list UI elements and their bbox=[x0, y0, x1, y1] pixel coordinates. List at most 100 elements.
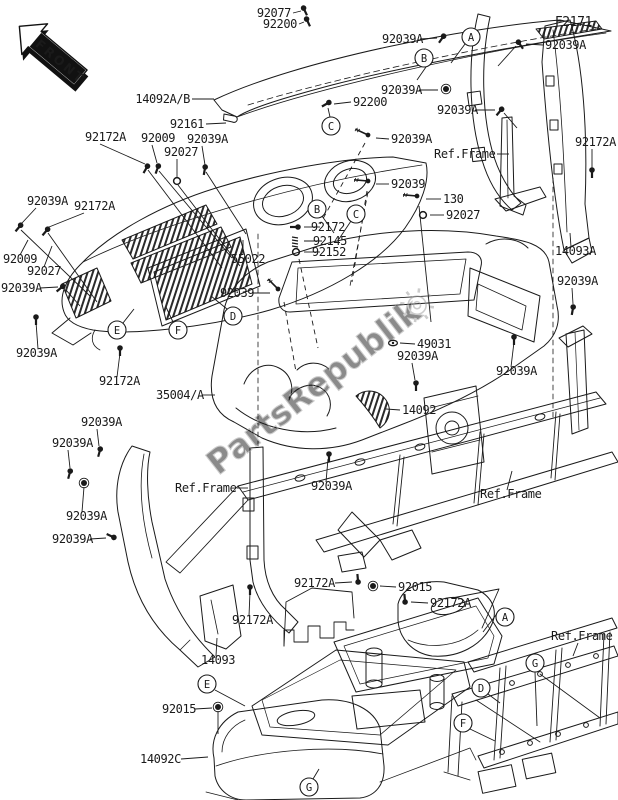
leader-line bbox=[450, 43, 466, 64]
pillar-brackets-right bbox=[466, 13, 593, 264]
callout-c: C bbox=[338, 204, 366, 240]
leader-line bbox=[21, 207, 37, 224]
part-number: 92039A bbox=[1, 281, 43, 295]
part-number: Ref.Frame bbox=[175, 481, 237, 495]
callout-letter: G bbox=[532, 658, 538, 670]
leader-line bbox=[312, 768, 320, 780]
leader-line bbox=[158, 170, 233, 259]
leader-line bbox=[147, 169, 223, 269]
part-number: 92200 bbox=[263, 17, 297, 31]
leader-line bbox=[510, 341, 515, 368]
leader-line bbox=[319, 142, 366, 225]
callout-g: G bbox=[525, 653, 545, 727]
leader-line bbox=[416, 66, 427, 81]
label-49031: 49031 bbox=[387, 337, 452, 351]
leader-line bbox=[292, 10, 302, 14]
callout-d: D bbox=[210, 295, 243, 326]
ring-fastener-icon bbox=[291, 247, 301, 257]
leader-line bbox=[298, 21, 305, 25]
label-55022: 55022 bbox=[231, 240, 266, 266]
screw-fastener-icon bbox=[55, 283, 66, 293]
part-number: 92039A bbox=[557, 274, 599, 288]
callout-bubble bbox=[495, 607, 515, 627]
leader-line bbox=[525, 43, 544, 46]
leader-line bbox=[497, 45, 517, 67]
callout-letter: D bbox=[230, 311, 236, 323]
callout-letter: A bbox=[502, 612, 509, 624]
leader-line bbox=[116, 352, 121, 378]
callout-letter: B bbox=[421, 53, 427, 65]
heat-guard-assembly bbox=[251, 551, 471, 746]
leader-line bbox=[165, 306, 174, 323]
callout-g: G bbox=[299, 768, 320, 797]
label-14092: 14092 bbox=[385, 403, 437, 417]
part-number: 92039A bbox=[382, 32, 424, 46]
screw-fastener-icon bbox=[413, 380, 419, 391]
part-number: 92039A bbox=[496, 364, 538, 378]
callout-letter: D bbox=[478, 683, 484, 695]
leader-line bbox=[572, 642, 579, 657]
screw-fastener-icon bbox=[117, 345, 123, 356]
label-92015: 92015 bbox=[162, 701, 224, 734]
leader-line bbox=[205, 171, 247, 235]
callout-bubble bbox=[471, 678, 491, 698]
callout-letter: B bbox=[314, 204, 320, 216]
leader-line bbox=[43, 245, 53, 268]
part-number: 92172A bbox=[85, 130, 127, 144]
label-92039a: 92039A bbox=[397, 349, 440, 391]
label-92027: 92027 bbox=[27, 245, 62, 278]
part-number: 92039A bbox=[545, 38, 587, 52]
label-92039: 92039 bbox=[351, 177, 426, 283]
callout-f: F bbox=[165, 306, 188, 340]
pillar-14093 bbox=[116, 445, 299, 668]
part-number: 92039 bbox=[391, 177, 425, 191]
leader-line bbox=[205, 122, 227, 125]
rivet-fastener-icon bbox=[367, 580, 379, 592]
leader-line bbox=[201, 145, 206, 166]
callout-e: E bbox=[107, 308, 135, 340]
rivet-fastener-icon bbox=[78, 477, 90, 489]
label-92015: 92015 bbox=[367, 580, 433, 594]
diagram-code: F2171 bbox=[555, 15, 592, 30]
part-number: 92172A bbox=[294, 576, 336, 590]
label-ref-frame: Ref.Frame bbox=[551, 629, 613, 657]
screw-fastener-icon bbox=[290, 224, 301, 230]
part-number: 92039A bbox=[52, 436, 94, 450]
label-92145: 92145 bbox=[291, 234, 348, 248]
label-92172a: 92172A bbox=[232, 584, 275, 627]
part-number: 92172A bbox=[74, 199, 116, 213]
part-number: 130 bbox=[443, 192, 464, 206]
label-92039a: 92039A bbox=[437, 103, 518, 129]
callout-bubble bbox=[168, 320, 188, 340]
leader-line bbox=[325, 458, 329, 483]
leader-line bbox=[327, 107, 331, 118]
part-number: 92027 bbox=[446, 208, 480, 222]
part-number: 92039A bbox=[52, 532, 94, 546]
part-number: 92200 bbox=[353, 95, 387, 109]
leader-line bbox=[333, 101, 352, 105]
label-92172: 92172 bbox=[290, 220, 346, 234]
callout-f: F bbox=[453, 713, 496, 742]
screw-fastener-icon bbox=[142, 163, 151, 174]
leader-line bbox=[418, 205, 432, 323]
pin-fastener-icon bbox=[266, 278, 281, 292]
label-ref-frame: Ref.Frame bbox=[434, 147, 509, 161]
label-35004-a: 35004/A bbox=[156, 388, 215, 402]
leader-line bbox=[210, 295, 228, 310]
part-number: 92039A bbox=[397, 349, 439, 363]
leader-line bbox=[375, 137, 390, 140]
callout-c: C bbox=[321, 107, 341, 136]
leader-line bbox=[194, 707, 213, 710]
part-number: 92039A bbox=[81, 415, 123, 429]
label-92161: 92161 bbox=[170, 117, 227, 131]
label-92039a: 92039A bbox=[16, 314, 59, 360]
screw-fastener-icon bbox=[14, 222, 24, 233]
part-number: Ref.Frame bbox=[551, 629, 613, 643]
part-number: 92039A bbox=[66, 509, 108, 523]
leader-line bbox=[151, 144, 158, 164]
leader-line bbox=[379, 585, 397, 588]
label-130: 130 bbox=[402, 192, 464, 323]
winch-mount bbox=[423, 385, 485, 475]
callout-bubble bbox=[197, 674, 217, 694]
